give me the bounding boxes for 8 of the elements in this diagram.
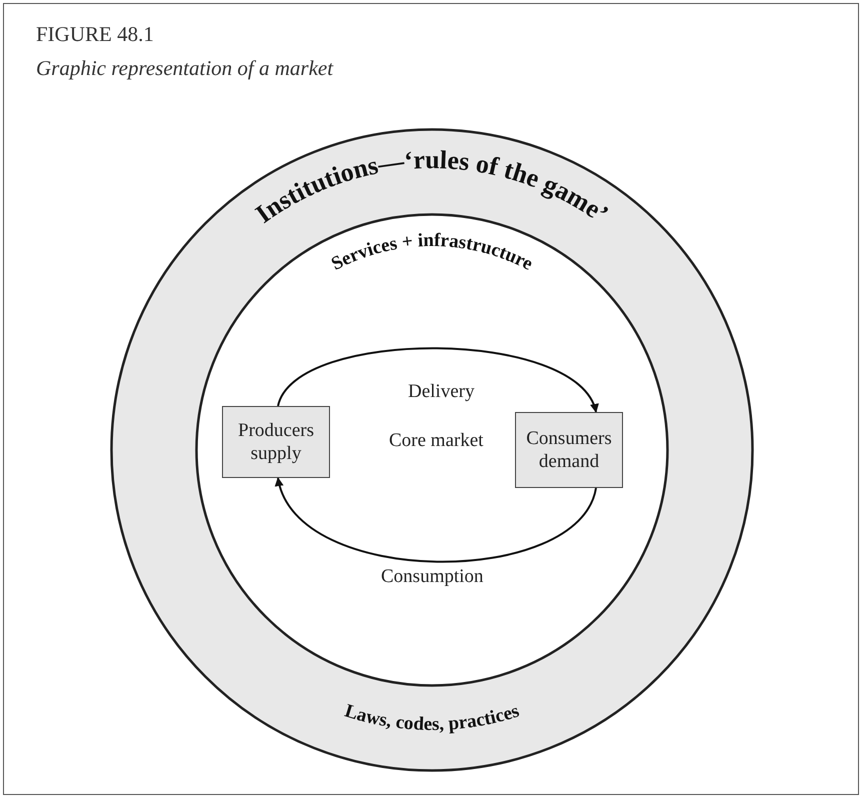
actor-box: Consumers demand: [515, 412, 623, 488]
figure-number: FIGURE 48.1: [36, 22, 154, 47]
figure-caption: Graphic representation of a market: [36, 56, 334, 81]
cycle-arrow: [277, 347, 597, 413]
ring-subtitle: Laws, codes, practices: [342, 700, 522, 736]
region-label: Core market: [388, 430, 484, 452]
actor-box: Producers supply: [222, 406, 330, 478]
cycle-arrow: [276, 477, 597, 563]
